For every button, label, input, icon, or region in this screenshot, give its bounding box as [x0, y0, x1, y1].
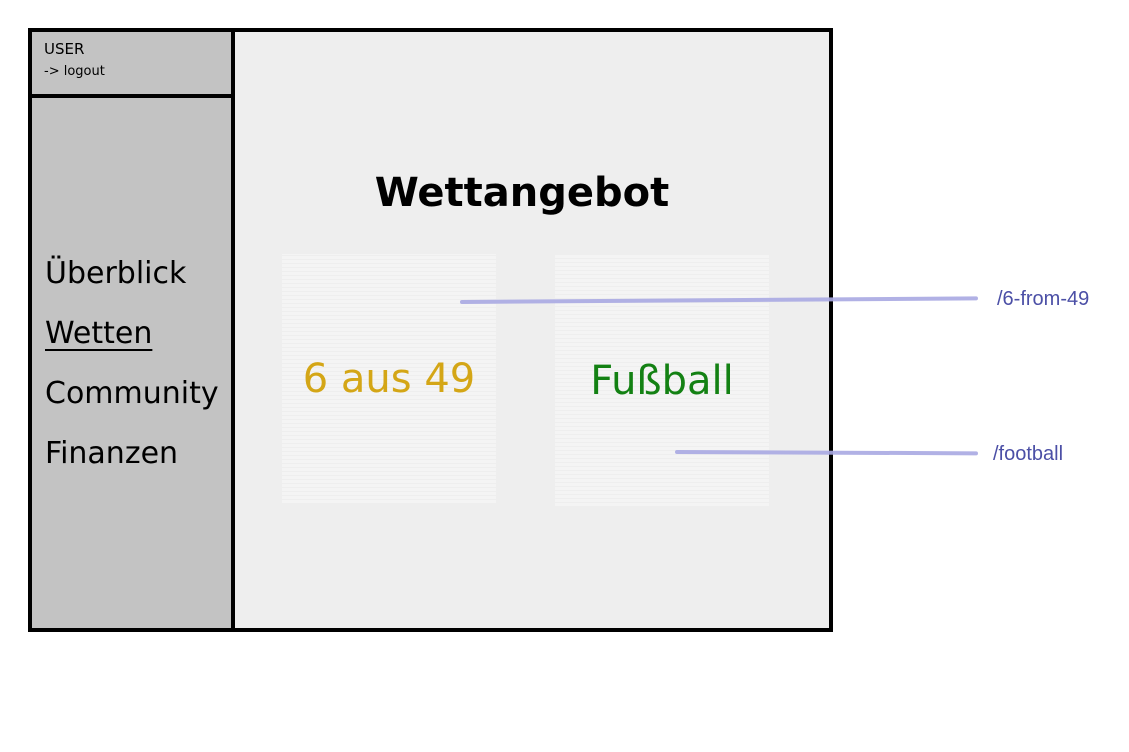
sidebar-item-label: Finanzen [45, 436, 179, 471]
annotation-label-football: /football [993, 443, 1064, 465]
user-name: USER [44, 40, 85, 58]
annotation-label-6-from-49: /6-from-49 [997, 288, 1090, 310]
card-fussball[interactable]: Fußball [555, 254, 769, 507]
card-label: Fußball [590, 357, 734, 404]
page-title: Wettangebot [374, 170, 670, 216]
sidebar-item-label: Überblick [45, 256, 187, 291]
logout-link[interactable]: -> logout [44, 64, 105, 79]
app-window: USER -> logout Überblick Wetten Communit… [28, 28, 833, 632]
sidebar-nav: Überblick Wetten Community Finanzen [45, 244, 219, 484]
sidebar-item-label: Community [45, 376, 219, 411]
card-label: 6 aus 49 [302, 356, 476, 402]
sidebar-item-community[interactable]: Community [45, 364, 219, 424]
sidebar-item-ueberblick[interactable]: Überblick [45, 244, 219, 304]
user-box: USER -> logout [32, 32, 231, 98]
sidebar-item-finanzen[interactable]: Finanzen [45, 424, 219, 484]
sidebar: USER -> logout Überblick Wetten Communit… [32, 32, 235, 628]
sidebar-item-wetten[interactable]: Wetten [45, 304, 219, 364]
card-6-aus-49[interactable]: 6 aus 49 [282, 254, 496, 504]
sidebar-item-label: Wetten [45, 316, 153, 351]
